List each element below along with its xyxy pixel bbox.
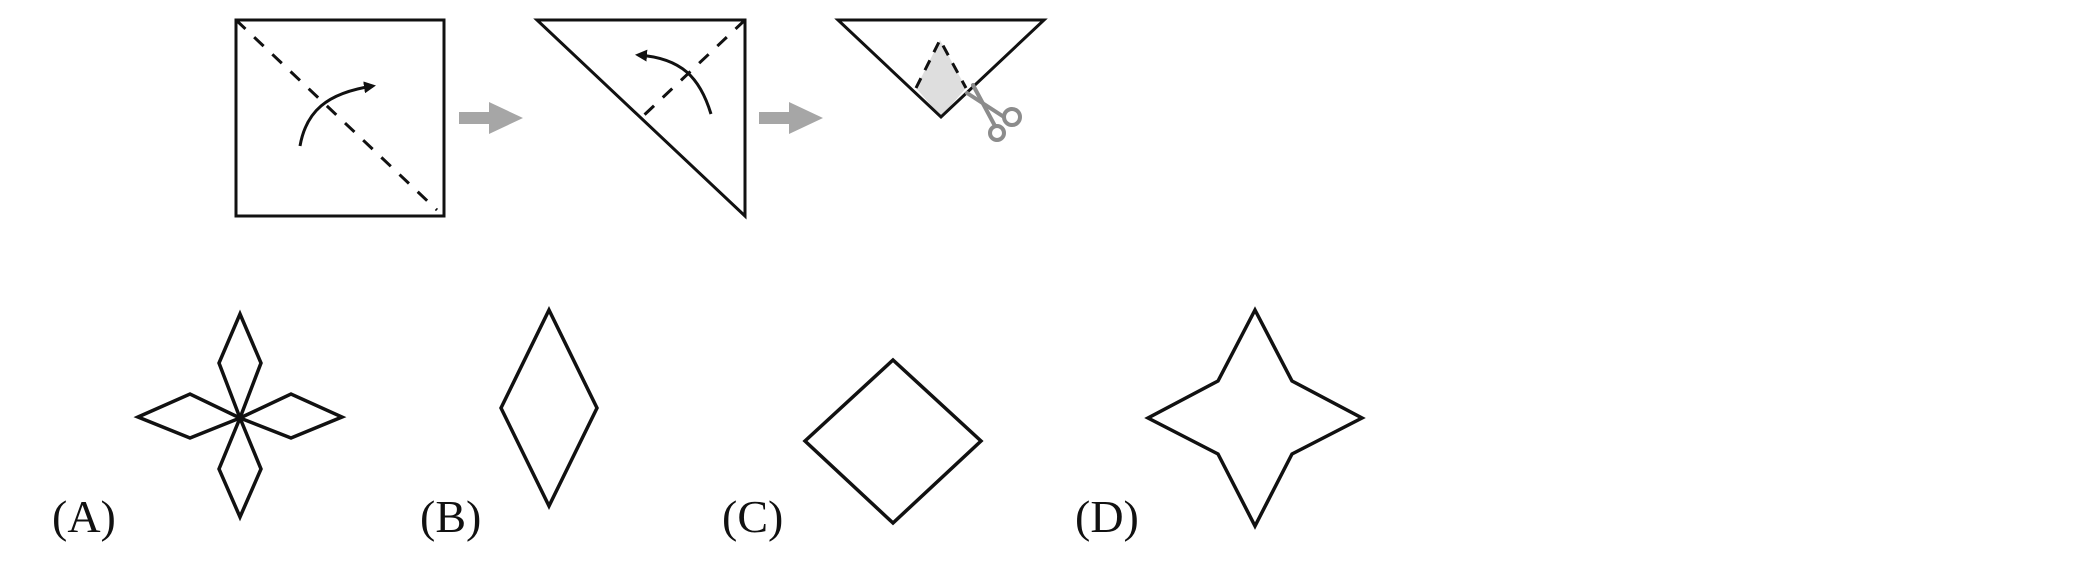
option-b-label[interactable]: (B): [420, 491, 482, 542]
scissors-icon: [965, 83, 1022, 142]
option-b-shape: [499, 306, 599, 510]
option-c-shape: [802, 357, 984, 526]
paper-small-triangle: [834, 18, 1048, 120]
option-c-label[interactable]: (C): [722, 491, 784, 542]
step-arrow-1: [459, 102, 523, 134]
option-a-shape: [133, 309, 347, 522]
fold-direction-arrow-2: [635, 49, 713, 115]
option-d-shape: [1144, 306, 1366, 530]
step-arrow-2: [759, 102, 823, 134]
paper-square: [234, 18, 446, 218]
cut-region: [916, 40, 966, 117]
step-2-triangle: [533, 18, 747, 220]
option-a-label[interactable]: (A): [52, 491, 116, 542]
cut-line: [914, 36, 968, 89]
step-3-small-triangle: [834, 18, 1048, 142]
fold-direction-arrow: [298, 81, 376, 147]
option-d-label[interactable]: (D): [1075, 491, 1139, 542]
paper-triangle: [533, 18, 747, 220]
step-1-square: [234, 18, 446, 218]
fold-line-diagonal: [234, 18, 439, 212]
